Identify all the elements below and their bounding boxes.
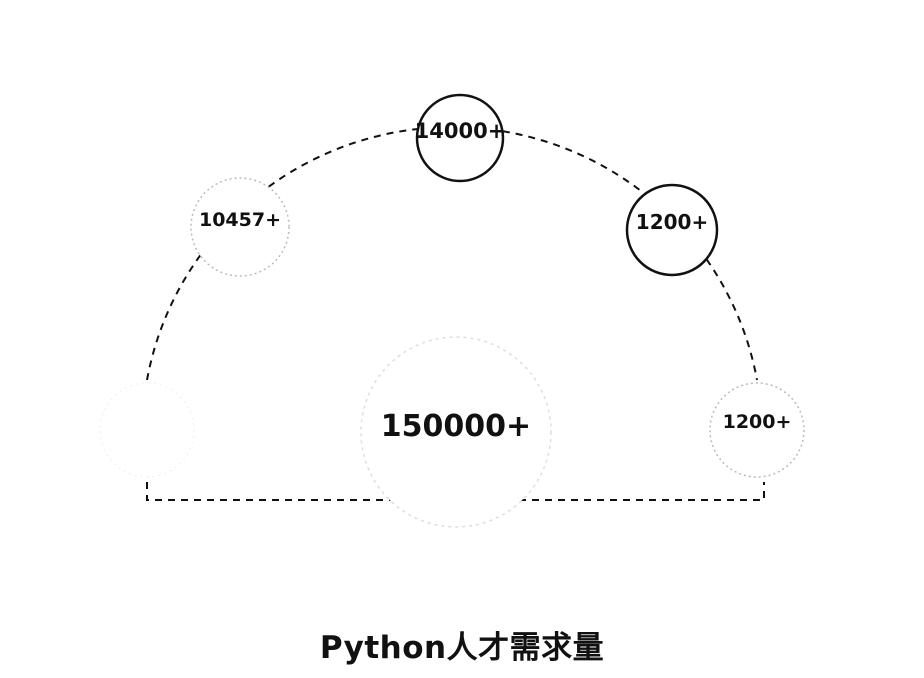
node-right-top-value: 1200+ bbox=[636, 210, 708, 234]
node-top-value: 14000+ bbox=[415, 119, 506, 143]
node-right-top: 1200+ bbox=[625, 183, 719, 277]
node-left-top: 10457+ bbox=[190, 177, 290, 277]
node-left-circle bbox=[99, 382, 195, 478]
node-left-top-value: 10457+ bbox=[199, 209, 281, 231]
center-circle bbox=[360, 336, 552, 528]
node-right-circle bbox=[709, 382, 805, 478]
node-top: 14000+ bbox=[415, 93, 506, 183]
node-top-circle bbox=[415, 93, 505, 183]
diagram-caption: Python人才需求量 bbox=[319, 630, 605, 666]
node-left bbox=[99, 382, 195, 478]
node-right-top-circle bbox=[625, 183, 719, 277]
center-node: 150000+ bbox=[360, 336, 552, 528]
center-value: 150000+ bbox=[381, 409, 531, 444]
node-right: 1200+ bbox=[709, 382, 805, 478]
node-left-top-circle bbox=[190, 177, 290, 277]
node-right-value: 1200+ bbox=[723, 411, 792, 433]
